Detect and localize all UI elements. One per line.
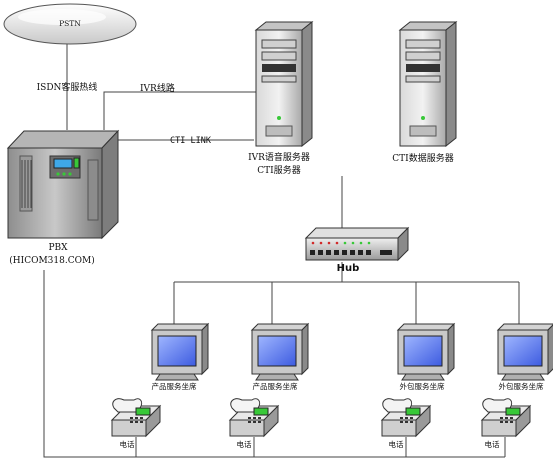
cti-server-label: CTI服务器 <box>257 166 301 176</box>
pbx-cabinet-icon <box>6 129 120 240</box>
phone-4-label: 电话 <box>484 440 500 449</box>
phone-icon <box>380 398 432 438</box>
phone-3-label: 电话 <box>388 440 404 449</box>
phone-icon <box>480 398 532 438</box>
workstation-monitors <box>150 322 553 381</box>
phone-1-label: 电话 <box>119 440 135 449</box>
cti-link-label: CTI LINK <box>170 136 211 146</box>
isdn-link-label: ISDN客服热线 <box>36 83 98 93</box>
phone-2-label: 电话 <box>236 440 252 449</box>
pbx-phone-bus <box>43 270 505 458</box>
monitor-icon <box>250 322 310 381</box>
cti-data-server-label: CTI数据服务器 <box>392 154 454 164</box>
workstation-4-label: 外包服务坐席 <box>498 382 544 391</box>
ivr-cti-server-icon <box>254 20 314 148</box>
ivr-line-label: IVR线路 <box>140 84 175 94</box>
hub-icon <box>304 226 410 262</box>
desk-phones <box>110 398 532 438</box>
workstation-2-label: 产品服务坐席 <box>252 382 298 391</box>
ivr-line <box>103 91 264 130</box>
monitor-icon <box>496 323 553 381</box>
monitor-icon <box>396 322 456 381</box>
workstation-1-label: 产品服务坐席 <box>151 382 197 391</box>
ivr-server-label: IVR语音服务器 <box>248 153 310 163</box>
phone-icon <box>110 398 162 438</box>
workstation-3-label: 外包服务坐席 <box>399 382 445 391</box>
phone-icon <box>228 398 280 438</box>
pstn-label: PSTN <box>59 19 81 28</box>
cti-data-server-icon <box>398 20 458 148</box>
monitor-icon <box>150 322 210 381</box>
hub-label: Hub <box>336 263 360 274</box>
pstn-cloud-icon <box>3 3 137 45</box>
pbx-label: PBX <box>48 243 68 253</box>
pbx-site-label: (HICOM318.COM) <box>9 256 95 266</box>
connection-lines <box>43 42 520 458</box>
